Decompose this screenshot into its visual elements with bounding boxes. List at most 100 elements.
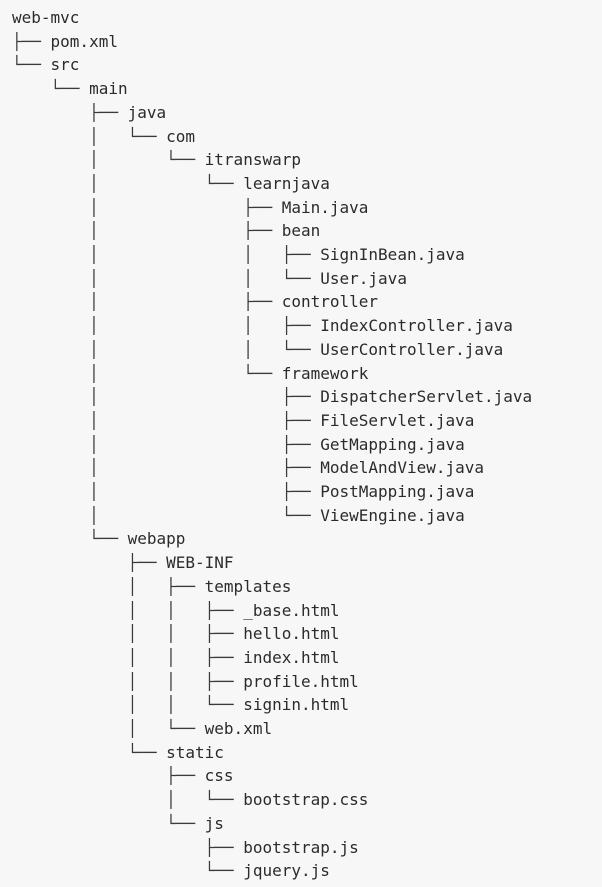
tree-row: │ ├── GetMapping.java <box>12 433 465 457</box>
tree-branch: │ ├── <box>12 197 282 217</box>
tree-row: └── src <box>12 53 79 77</box>
tree-branch: │ ├── <box>12 458 321 478</box>
tree-entry-name: js <box>204 813 224 833</box>
tree-branch: ├── <box>12 553 167 573</box>
tree-row: │ │ ├── hello.html <box>12 622 340 646</box>
tree-entry-name: bean <box>281 221 321 241</box>
tree-entry-name: src <box>50 55 80 75</box>
tree-entry-name: static <box>166 742 224 762</box>
tree-row: │ └── bootstrap.css <box>12 788 368 812</box>
tree-row: │ │ ├── profile.html <box>12 670 359 694</box>
tree-branch: └── <box>12 79 90 99</box>
tree-entry-name: learnjava <box>243 173 330 193</box>
tree-row: │ ├── templates <box>12 575 292 599</box>
tree-entry-name: templates <box>204 576 292 596</box>
tree-entry-name: UserController.java <box>320 339 504 359</box>
tree-entry-name: bootstrap.js <box>243 837 359 857</box>
tree-branch: │ ├── <box>12 482 321 501</box>
tree-row: web-mvc <box>12 6 79 30</box>
tree-row: ├── pom.xml <box>12 30 118 54</box>
tree-row: └── jquery.js <box>12 859 330 883</box>
tree-row: └── js <box>12 812 224 836</box>
tree-entry-name: main <box>89 79 128 99</box>
tree-row: │ └── framework <box>12 362 368 386</box>
tree-entry-name: FileServlet.java <box>320 410 475 430</box>
tree-row: │ │ ├── _base.html <box>12 599 340 623</box>
tree-branch: └── <box>12 813 205 833</box>
tree-branch: │ │ ├── <box>12 671 244 691</box>
tree-entry-name: web-mvc <box>12 8 80 27</box>
tree-row: │ │ └── UserController.java <box>12 338 503 362</box>
tree-branch: │ │ └── <box>12 695 244 715</box>
tree-entry-name: pom.xml <box>50 31 118 51</box>
tree-entry-name: _base.html <box>243 600 340 620</box>
tree-entry-name: SignInBean.java <box>320 245 465 264</box>
tree-entry-name: webapp <box>127 529 186 549</box>
tree-row: │ │ └── User.java <box>12 267 407 291</box>
tree-row: │ ├── controller <box>12 290 378 314</box>
tree-entry-name: WEB-INF <box>166 553 234 573</box>
tree-branch: │ │ └── <box>12 268 321 288</box>
tree-branch: │ ├── <box>12 292 282 312</box>
tree-branch: │ ├── <box>12 221 282 241</box>
tree-branch: │ ├── <box>12 387 321 407</box>
tree-row: │ ├── FileServlet.java <box>12 409 474 433</box>
tree-branch: │ │ ├── <box>12 316 321 336</box>
tree-entry-name: jquery.js <box>243 861 330 881</box>
tree-row: ├── bootstrap.js <box>12 836 359 860</box>
tree-row: │ └── web.xml <box>12 717 273 741</box>
tree-branch: └── <box>12 742 167 762</box>
tree-row: │ ├── Main.java <box>12 196 368 220</box>
tree-branch: │ └── <box>12 719 205 738</box>
tree-entry-name: css <box>204 766 234 786</box>
tree-entry-name: DispatcherServlet.java <box>320 387 533 407</box>
tree-branch: │ └── <box>12 173 244 193</box>
tree-row: │ │ ├── IndexController.java <box>12 314 513 338</box>
tree-row: │ └── learnjava <box>12 172 330 196</box>
tree-row: └── webapp <box>12 527 185 551</box>
tree-branch: └── <box>12 55 51 75</box>
tree-entry-name: signin.html <box>243 695 350 715</box>
tree-entry-name: User.java <box>320 268 407 288</box>
tree-branch: │ └── <box>12 505 321 525</box>
tree-row: ├── css <box>12 764 234 788</box>
tree-branch: │ │ ├── <box>12 245 321 264</box>
tree-branch: │ │ ├── <box>12 624 244 644</box>
tree-row: │ │ ├── index.html <box>12 646 340 670</box>
tree-branch: │ ├── <box>12 410 321 430</box>
tree-branch: │ ├── <box>12 434 321 454</box>
tree-entry-name: index.html <box>243 647 340 667</box>
tree-row: │ └── itranswarp <box>12 148 301 172</box>
tree-entry-name: GetMapping.java <box>320 434 465 454</box>
tree-branch: │ └── <box>12 363 282 383</box>
tree-entry-name: hello.html <box>243 624 340 644</box>
tree-row: │ ├── DispatcherServlet.java <box>12 385 532 409</box>
tree-row: └── main <box>12 77 128 101</box>
tree-row: │ ├── bean <box>12 219 320 243</box>
tree-entry-name: profile.html <box>243 671 359 691</box>
tree-branch: └── <box>12 529 128 549</box>
tree-branch: └── <box>12 861 244 881</box>
tree-entry-name: Main.java <box>281 197 369 217</box>
tree-branch: │ └── <box>12 150 205 170</box>
tree-branch: │ ├── <box>12 576 205 596</box>
tree-branch: │ └── <box>12 790 244 810</box>
tree-entry-name: web.xml <box>204 719 273 738</box>
tree-row: │ │ ├── SignInBean.java <box>12 243 465 267</box>
tree-row: │ ├── PostMapping.java <box>12 480 474 504</box>
tree-branch: ├── <box>12 837 244 857</box>
tree-entry-name: bootstrap.css <box>243 790 369 810</box>
tree-row: │ ├── ModelAndView.java <box>12 456 484 480</box>
tree-row: │ └── com <box>12 125 195 149</box>
tree-branch: │ │ ├── <box>12 647 244 667</box>
tree-row: │ │ └── signin.html <box>12 693 350 717</box>
tree-branch: │ └── <box>12 126 167 146</box>
tree-row: ├── WEB-INF <box>12 551 234 575</box>
tree-branch: ├── <box>12 766 205 786</box>
tree-entry-name: PostMapping.java <box>320 482 475 501</box>
tree-entry-name: ModelAndView.java <box>320 458 485 478</box>
tree-entry-name: framework <box>281 363 369 383</box>
tree-branch: ├── <box>12 102 128 122</box>
tree-branch: │ │ ├── <box>12 600 244 620</box>
tree-branch: ├── <box>12 31 51 51</box>
